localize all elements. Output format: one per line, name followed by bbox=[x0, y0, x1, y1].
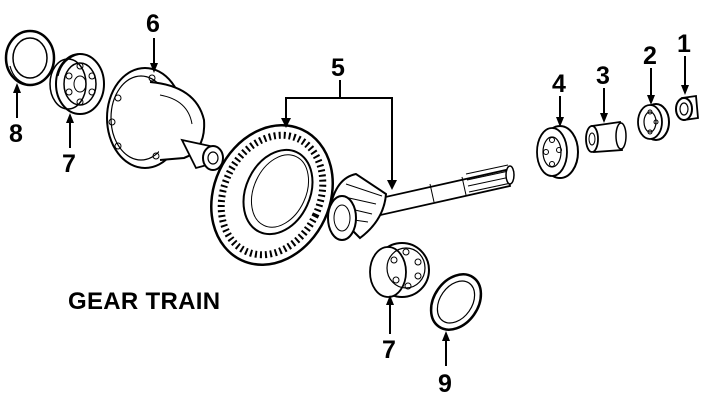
callout-8: 8 bbox=[9, 120, 23, 148]
part-9-seal bbox=[429, 273, 483, 331]
leader-arrows bbox=[13, 38, 689, 366]
callout-4: 4 bbox=[552, 70, 566, 98]
part-7-bearing-lower bbox=[369, 242, 430, 298]
callout-5: 5 bbox=[331, 54, 345, 82]
part-8-seal bbox=[4, 29, 56, 87]
pinion-gear-shaft bbox=[327, 164, 515, 241]
part-6-differential-case bbox=[106, 67, 224, 171]
part-4-bearing bbox=[536, 125, 579, 179]
ring-gear bbox=[210, 124, 334, 266]
part-7-bearing-upper bbox=[49, 53, 105, 115]
callout-7-upper: 7 bbox=[62, 150, 76, 178]
callout-7-lower: 7 bbox=[382, 336, 396, 364]
callout-2: 2 bbox=[643, 42, 657, 70]
callout-1: 1 bbox=[677, 30, 691, 58]
diagram-title: GEAR TRAIN bbox=[68, 288, 221, 315]
part-2-bearing bbox=[637, 103, 670, 141]
callout-6: 6 bbox=[146, 10, 160, 38]
callout-labels: 1 2 3 4 5 6 7 8 7 9 bbox=[9, 10, 691, 398]
part-3-spacer bbox=[585, 120, 627, 153]
callout-3: 3 bbox=[596, 62, 610, 90]
callout-9: 9 bbox=[438, 370, 452, 398]
part-1-nut bbox=[675, 94, 699, 122]
